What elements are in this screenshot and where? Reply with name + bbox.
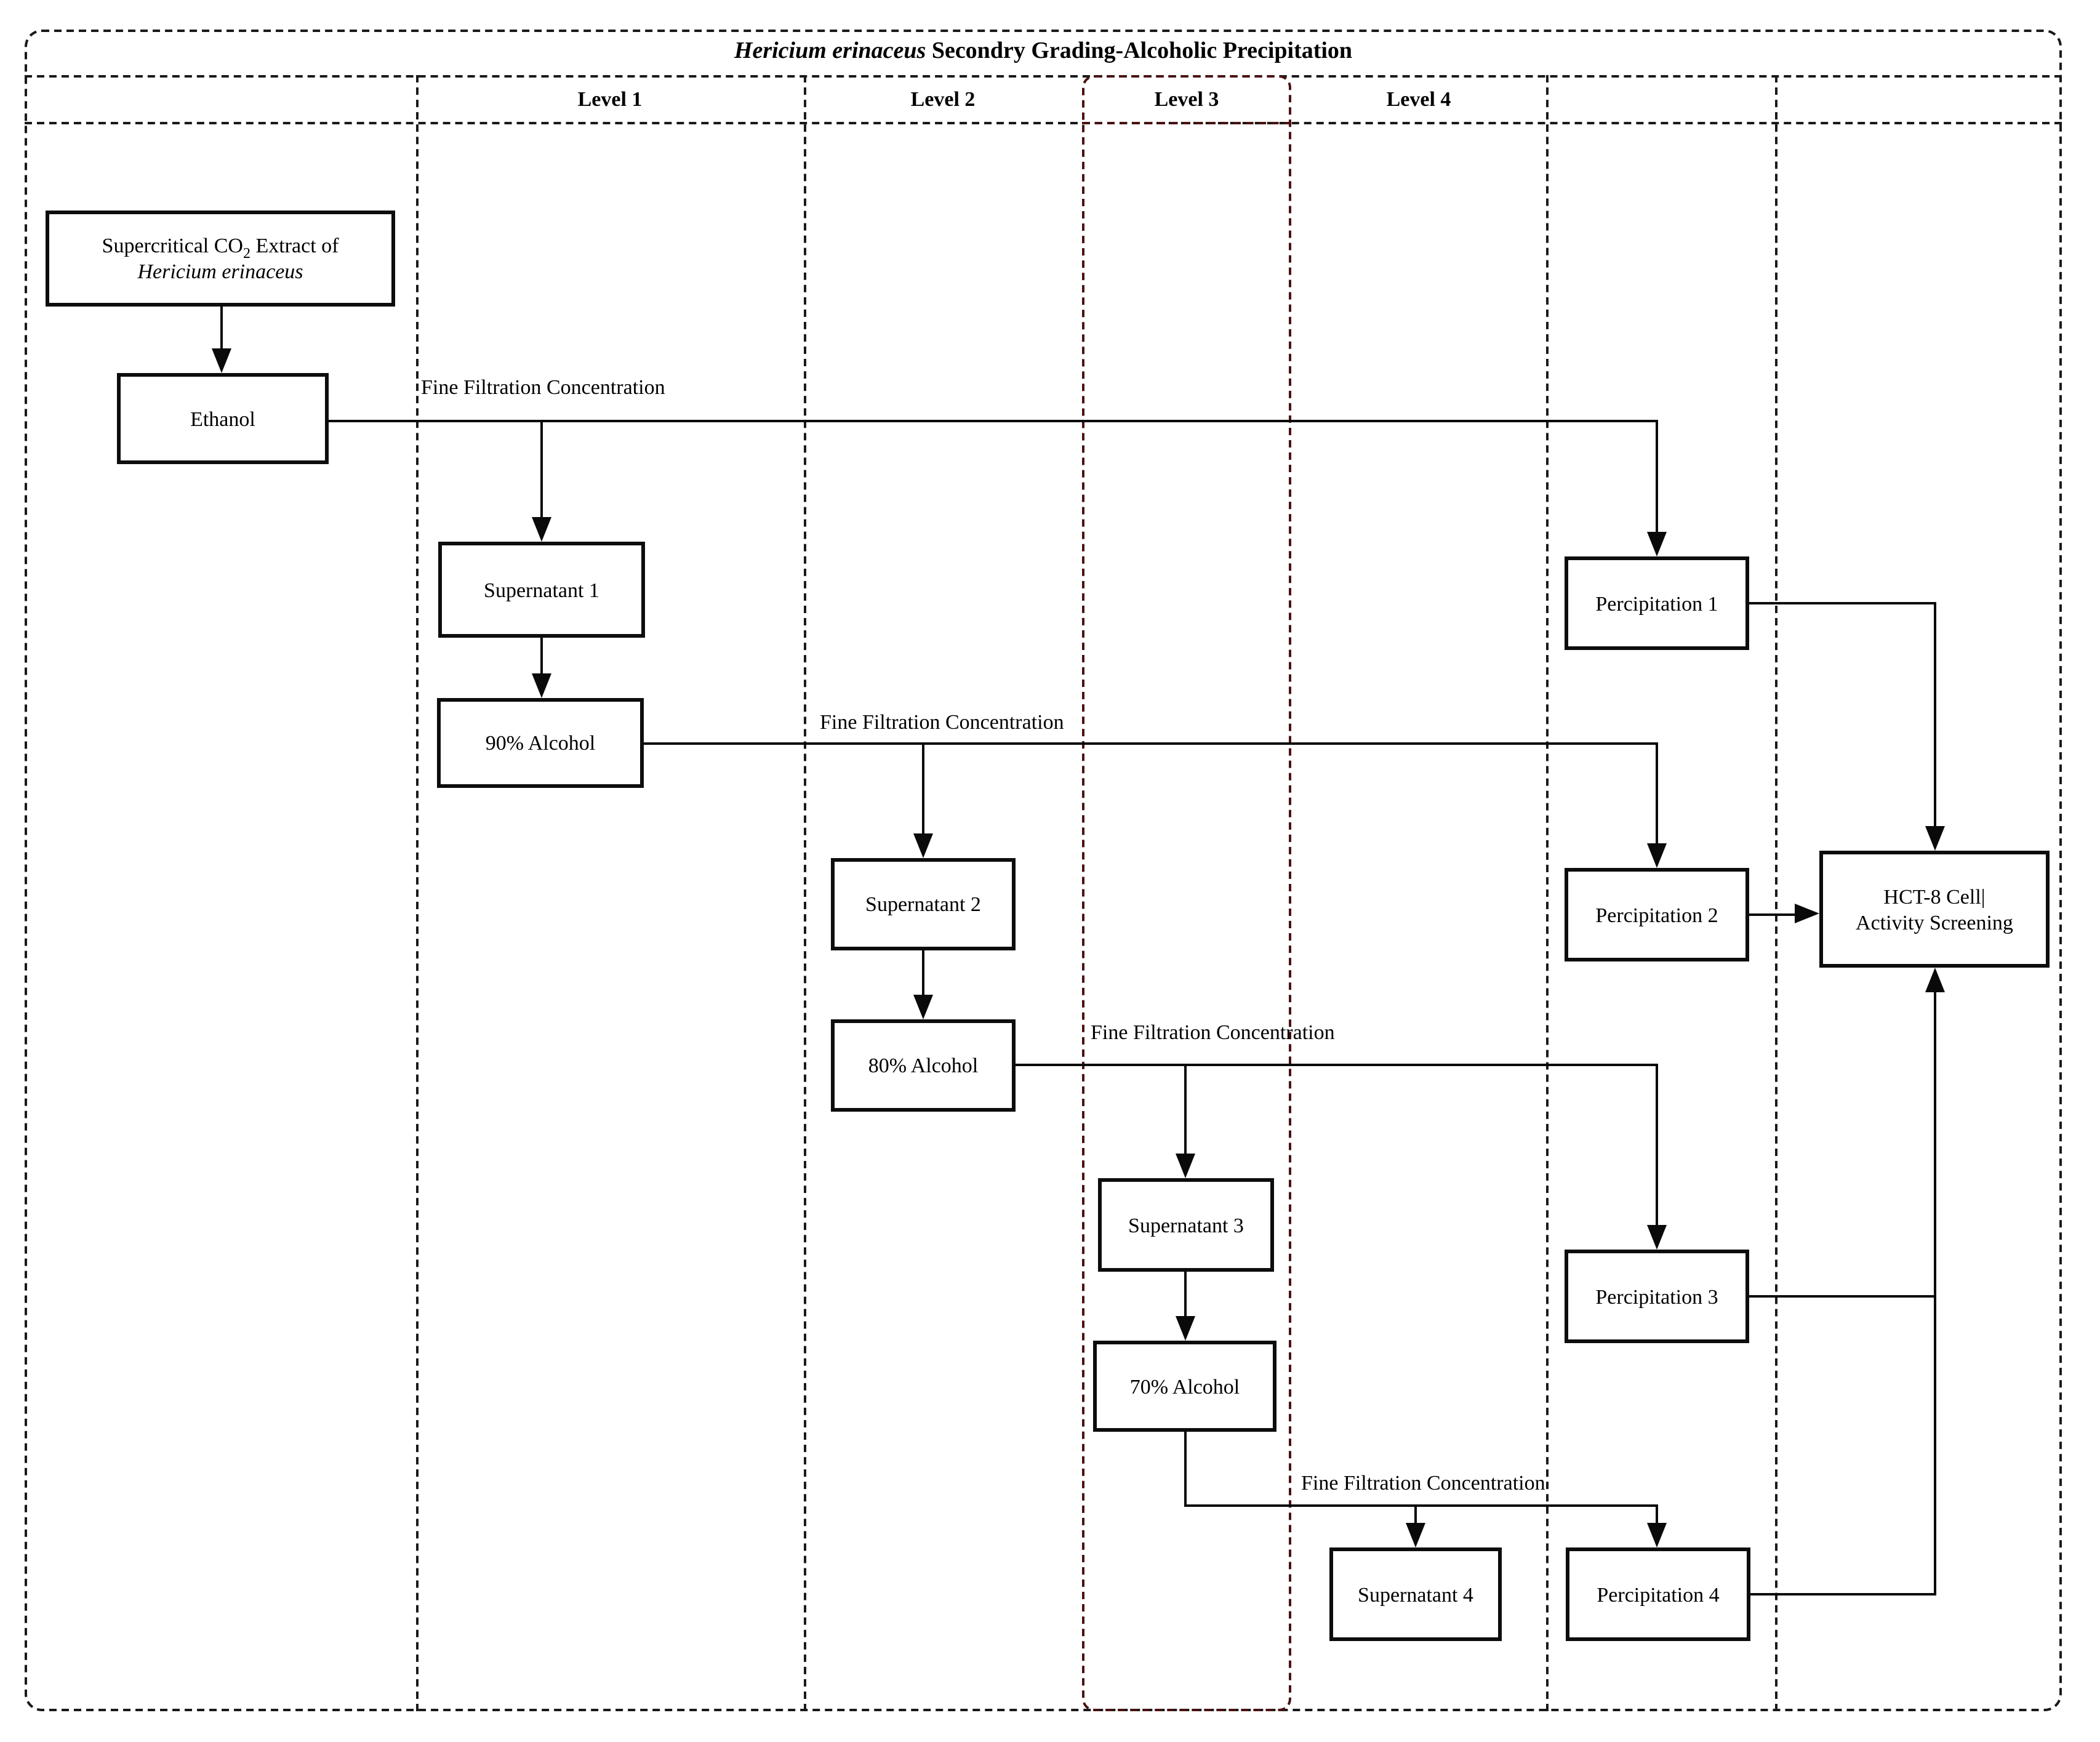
node-supernatant-4: Supernatant 4 [1329,1547,1502,1641]
lane-header-separator [25,122,2062,124]
edge-drop-to-percipitation4 [1656,1507,1658,1525]
lane-divider-2 [804,75,806,1711]
node-supernatant-1: Supernatant 1 [438,542,645,638]
arrowhead-down-alcohol80 [913,995,933,1019]
lane-label-level4: Level 4 [1386,87,1451,111]
lane-level3-border [1082,75,1291,1711]
arrowhead-down-percipitation4 [1647,1523,1667,1547]
node-hct8-line2: Activity Screening [1856,910,2013,934]
arrowhead-down-supernatant4 [1406,1523,1425,1547]
edge-percipitation1-h [1749,602,1936,604]
edge-percipitation1-v [1934,602,1936,829]
edge-percipitation4-h [1749,1593,1936,1595]
arrowhead-down-supernatant3 [1176,1154,1195,1178]
edge-supercritical-to-ethanol [220,304,223,353]
arrowhead-down-percipitation2 [1647,843,1667,868]
lane-level3-header-separator [1082,122,1291,124]
lane-label-level3: Level 3 [1154,87,1219,111]
lane-divider-6 [1775,75,1777,1711]
node-90-alcohol: 90% Alcohol [437,698,644,788]
lane-divider-5 [1546,75,1549,1711]
node-percipitation-2: Percipitation 2 [1565,868,1749,961]
edge-alcohol90-filtration-h [643,742,1658,745]
lane-divider-1 [416,75,419,1711]
edge-label-fine-filtration-4: Fine Filtration Concentration [1301,1471,1545,1495]
edge-supernatant1-to-alcohol90 [540,638,543,676]
edge-branch-to-supernatant4 [1414,1507,1417,1525]
edge-alcohol70-filtration-h [1184,1504,1658,1507]
edge-branch-to-supernatant1 [540,422,543,520]
node-supernatant-3: Supernatant 3 [1098,1178,1274,1272]
lane-label-level1: Level 1 [577,87,643,111]
arrowhead-up-hct8-bottom [1925,968,1945,992]
edge-ethanol-filtration-h [327,420,1658,422]
edge-alcohol80-filtration-h [1014,1064,1658,1066]
edge-branch-to-supernatant3 [1184,1066,1187,1156]
edge-label-fine-filtration-3: Fine Filtration Concentration [1091,1021,1335,1044]
edge-drop-to-percipitation2 [1656,745,1658,846]
node-80-alcohol: 80% Alcohol [831,1019,1016,1112]
arrowhead-down-percipitation1 [1647,532,1667,556]
lane-label-level2: Level 2 [910,87,976,111]
edge-alcohol70-down [1184,1432,1187,1507]
arrowhead-down-supernatant2 [913,833,933,858]
node-70-alcohol: 70% Alcohol [1093,1341,1276,1432]
node-percipitation-1: Percipitation 1 [1565,556,1749,650]
edge-drop-to-percipitation1 [1656,422,1658,534]
edge-percipitation34-v [1934,990,1936,1595]
title-rest-part: Secondry Grading-Alcoholic Precipitation [926,38,1353,64]
arrowhead-down-percipitation3 [1647,1225,1667,1250]
node-percipitation-4: Percipitation 4 [1566,1547,1750,1641]
edge-label-fine-filtration-1: Fine Filtration Concentration [421,375,665,399]
edge-drop-to-percipitation3 [1656,1066,1658,1227]
node-hct8-activity-screening: HCT-8 Cell| Activity Screening [1819,851,2050,968]
arrowhead-right-hct8-left [1795,904,1819,923]
diagram-outer-border [25,30,2062,1711]
edge-percipitation3-h [1749,1295,1936,1298]
node-supercritical-line2: Hericium erinaceus [137,260,303,284]
edge-branch-to-supernatant2 [922,745,924,836]
edge-supernatant3-to-alcohol70 [1184,1272,1187,1319]
edge-label-fine-filtration-2: Fine Filtration Concentration [820,710,1064,734]
node-hct8-line1: HCT-8 Cell| [1883,885,1986,908]
arrowhead-down-hct8-top [1925,826,1945,851]
edge-supernatant2-to-alcohol80 [922,950,924,997]
node-supercritical-co2-extract: Supercritical CO2 Extract of Hericium er… [46,211,395,307]
arrowhead-down-alcohol70 [1176,1316,1195,1341]
arrowhead-down-supernatant1 [532,517,551,542]
node-supercritical-line1: Supercritical CO2 Extract of [102,233,339,262]
arrowhead-down-ethanol [212,348,231,373]
node-ethanol: Ethanol [117,373,329,464]
title-italic-part: Hericium erinaceus [734,38,926,64]
lane-top-line [25,75,2062,78]
node-supernatant-2: Supernatant 2 [831,858,1016,950]
arrowhead-down-alcohol90 [532,673,551,698]
diagram-title: Hericium erinaceus Secondry Grading-Alco… [25,38,2062,65]
node-percipitation-3: Percipitation 3 [1565,1250,1749,1343]
edge-percipitation2-h [1749,913,1797,916]
